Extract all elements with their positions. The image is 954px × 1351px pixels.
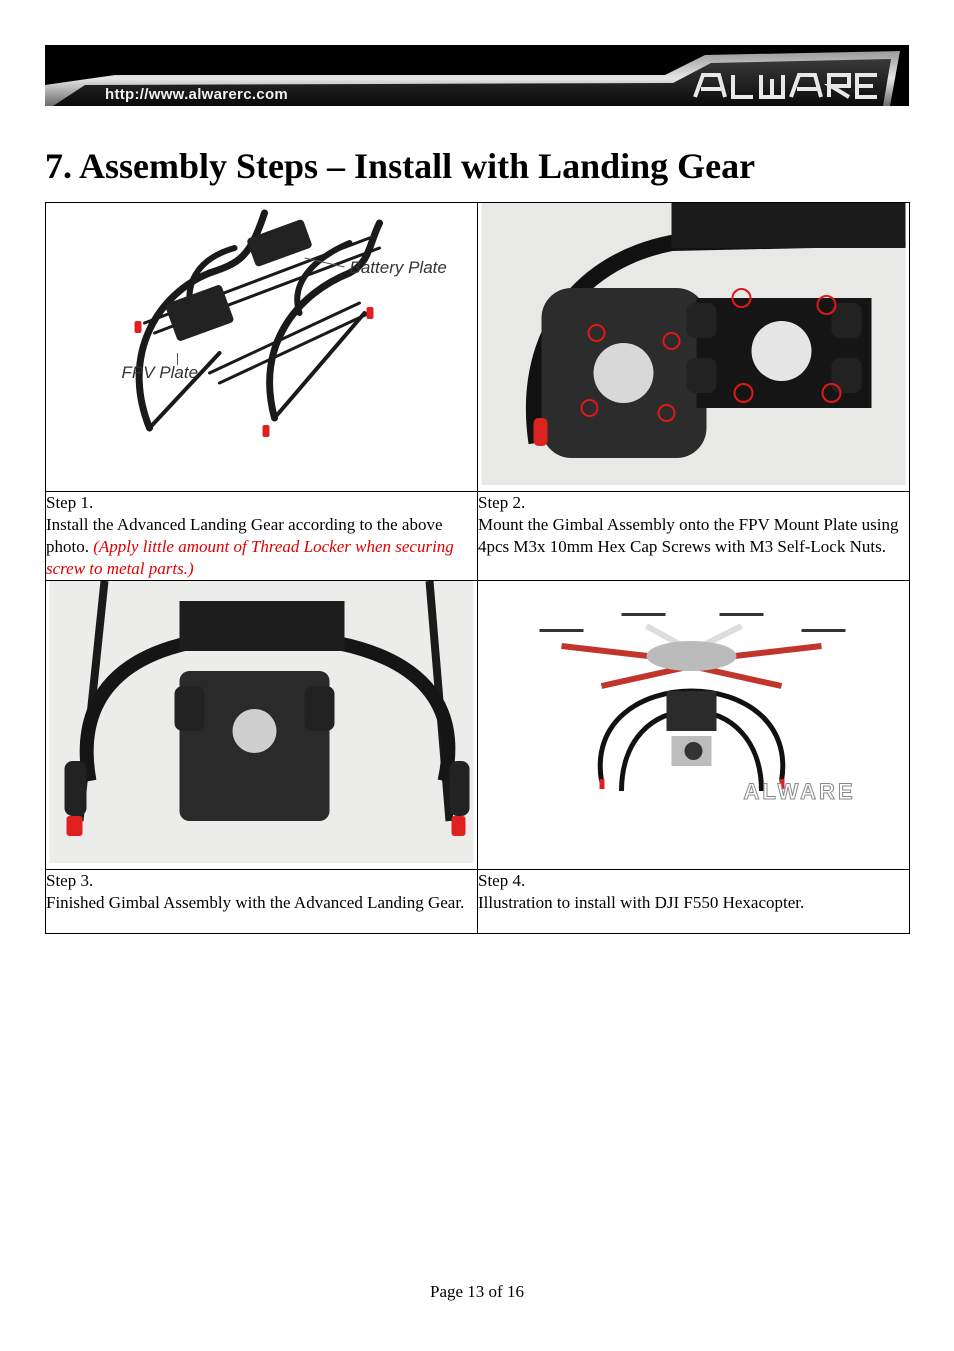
alware-watermark: ALWARE bbox=[744, 779, 856, 804]
page-title: 7. Assembly Steps – Install with Landing… bbox=[45, 146, 756, 186]
step-3-label: Step 3. bbox=[46, 871, 94, 890]
step-1-label: Step 1. bbox=[46, 493, 94, 512]
step-3-text-cell: Step 3. Finished Gimbal Assembly with th… bbox=[45, 869, 478, 934]
assembly-steps-table: Battery Plate FPV Plate bbox=[45, 202, 910, 934]
finished-gimbal-photo bbox=[49, 581, 474, 863]
header-url[interactable]: http://www.alwarerc.com bbox=[105, 86, 289, 103]
step-3-image-cell bbox=[45, 580, 478, 870]
step-4-label: Step 4. bbox=[478, 871, 526, 890]
step-1-text-cell: Step 1. Install the Advanced Landing Gea… bbox=[45, 491, 478, 581]
step-4-image-cell: ALWARE bbox=[477, 580, 910, 870]
step-4-text: Illustration to install with DJI F550 He… bbox=[478, 893, 805, 912]
step-1-note: (Apply little amount of Thread Locker wh… bbox=[46, 537, 454, 578]
step-2-text-cell: Step 2. Mount the Gimbal Assembly onto t… bbox=[477, 491, 910, 581]
step-4-text-cell: Step 4. Illustration to install with DJI… bbox=[477, 869, 910, 934]
landing-gear-diagram: Battery Plate FPV Plate bbox=[49, 203, 474, 485]
header-banner: http://www.alwarerc.com bbox=[45, 45, 909, 106]
step-2-label: Step 2. bbox=[478, 493, 526, 512]
battery-plate-label: Battery Plate bbox=[350, 258, 447, 277]
fpv-plate-label: FPV Plate bbox=[122, 363, 199, 382]
gimbal-mount-photo bbox=[481, 203, 906, 485]
step-2-text: Mount the Gimbal Assembly onto the FPV M… bbox=[478, 515, 899, 556]
hexacopter-photo: ALWARE bbox=[481, 581, 906, 863]
step-1-text: Install the Advanced Landing Gear accord… bbox=[46, 515, 443, 556]
step-2-image-cell bbox=[477, 202, 910, 492]
step-1-image-cell: Battery Plate FPV Plate bbox=[45, 202, 478, 492]
page-number: Page 13 of 16 bbox=[430, 1282, 524, 1301]
banner-graphic bbox=[45, 45, 909, 106]
alware-logo bbox=[693, 73, 877, 99]
step-3-text: Finished Gimbal Assembly with the Advanc… bbox=[46, 893, 465, 912]
